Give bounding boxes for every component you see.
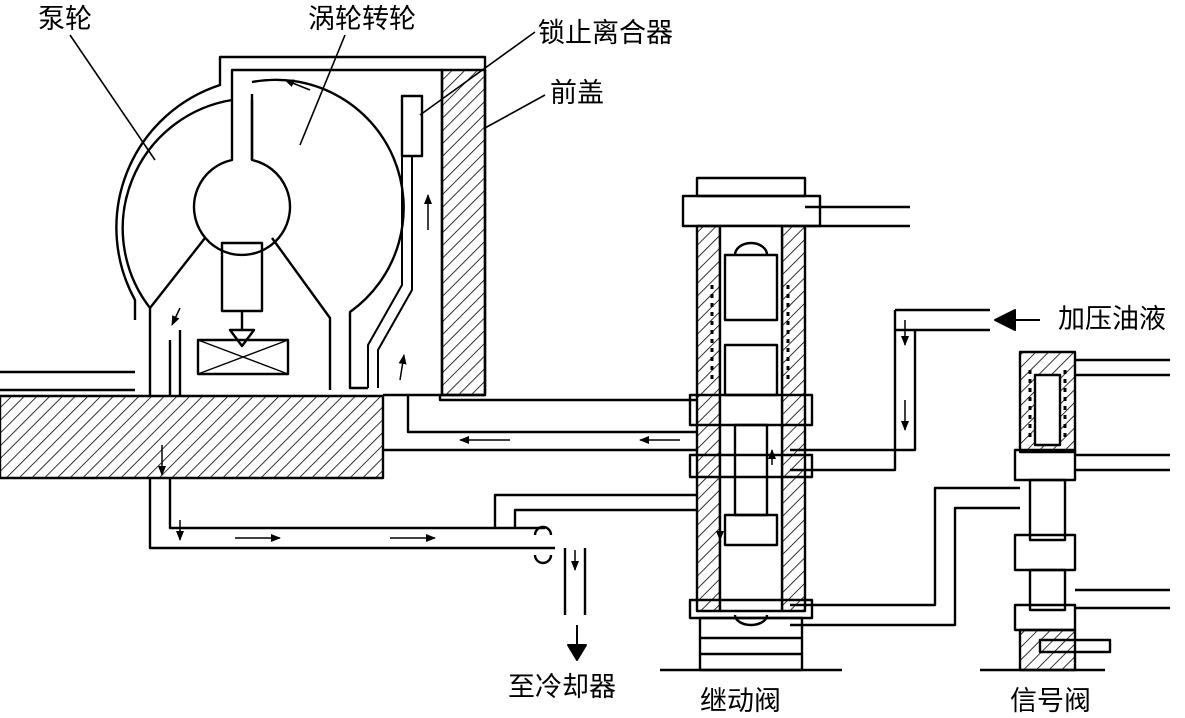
one-way-arrow	[228, 311, 256, 348]
leader-lines	[69, 31, 546, 161]
oil-passages	[148, 205, 1170, 627]
flow-arrows	[158, 79, 909, 571]
shaft-hatched	[0, 394, 385, 480]
signal-valve	[980, 350, 1112, 672]
label-front-cover: 前盖	[550, 78, 604, 109]
torque-converter	[0, 55, 487, 480]
stator-cone	[149, 237, 332, 390]
relay-valve	[660, 176, 842, 672]
label-to-cooler: 至冷却器	[508, 672, 616, 703]
label-turbine-runner: 涡轮转轮	[308, 4, 416, 35]
label-signal-valve: 信号阀	[1010, 686, 1091, 717]
pump-housing	[115, 55, 487, 397]
stator-neck	[192, 100, 292, 257]
to-cooler-arrow	[567, 625, 587, 661]
label-pressurized-oil: 加压油液	[1058, 304, 1166, 335]
turbine-shell	[251, 78, 405, 390]
pump-housing-inner	[121, 68, 444, 395]
label-lockup-clutch: 锁止离合器	[538, 18, 673, 49]
lockup-clutch-plate	[400, 94, 424, 158]
front-cover	[440, 68, 487, 397]
label-pump-wheel: 泵轮	[38, 4, 92, 35]
label-relay-valve: 继动阀	[700, 686, 781, 717]
one-way-clutch	[196, 338, 290, 376]
pressurized-oil-arrow	[994, 309, 1040, 331]
